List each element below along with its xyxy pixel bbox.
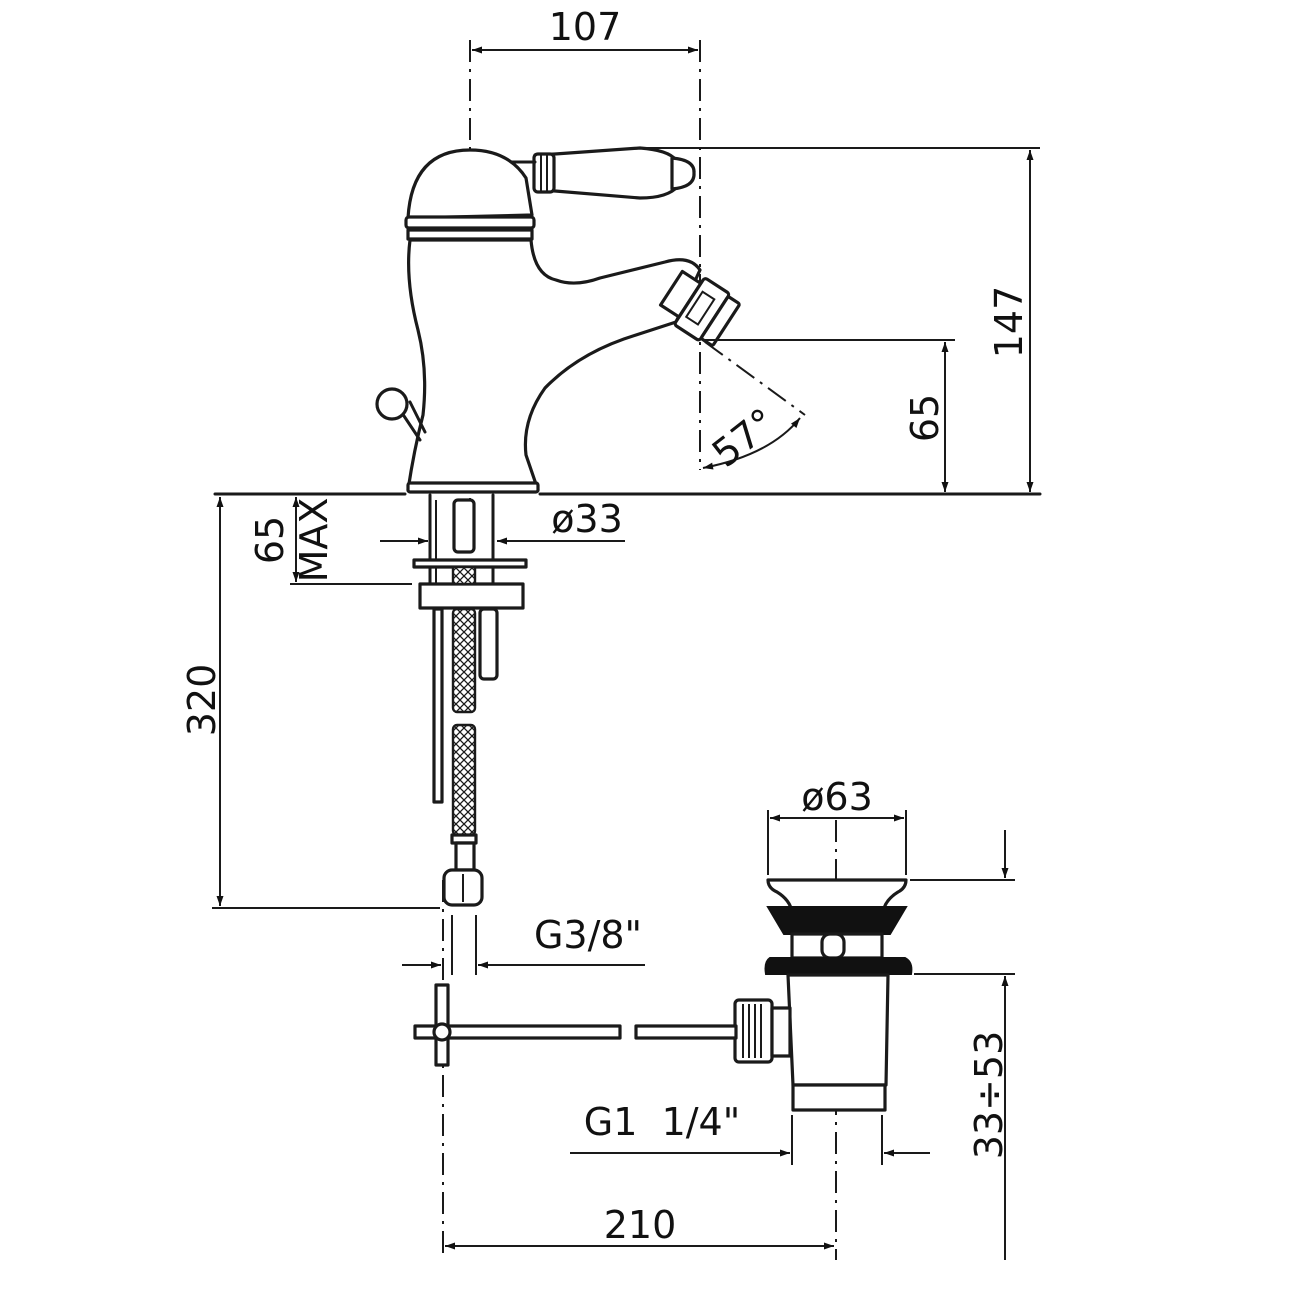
dimension-lines [212, 46, 1040, 1260]
knurled-nut [733, 998, 774, 1064]
lever-handle [533, 146, 680, 200]
label-320: 320 [180, 664, 224, 737]
aerator [658, 269, 741, 347]
label-107: 107 [549, 5, 622, 49]
centerlines [442, 40, 837, 1260]
popup-waste [413, 878, 913, 1112]
mixer-body [406, 238, 702, 492]
label-max: MAX [292, 498, 336, 583]
faucet-body [375, 146, 741, 494]
label-diameter-33: ø33 [551, 497, 623, 541]
label-65-max: 65 [248, 516, 292, 564]
cartridge-dome [406, 148, 534, 220]
deck-and-hoses [213, 492, 1042, 907]
label-65: 65 [903, 394, 947, 442]
label-210: 210 [604, 1203, 677, 1247]
linkage-rod [413, 1024, 622, 1040]
label-g1-1-4: G1 1/4" [584, 1100, 740, 1144]
label-33-53: 33÷53 [967, 1031, 1011, 1160]
dimension-labels: 107 147 65 57° 65 MAX ø33 320 G3/8" ø63 … [180, 5, 1031, 1247]
label-g3-8: G3/8" [534, 913, 642, 957]
popup-knob [375, 387, 409, 421]
label-147: 147 [987, 286, 1031, 359]
label-diameter-63: ø63 [801, 775, 873, 819]
